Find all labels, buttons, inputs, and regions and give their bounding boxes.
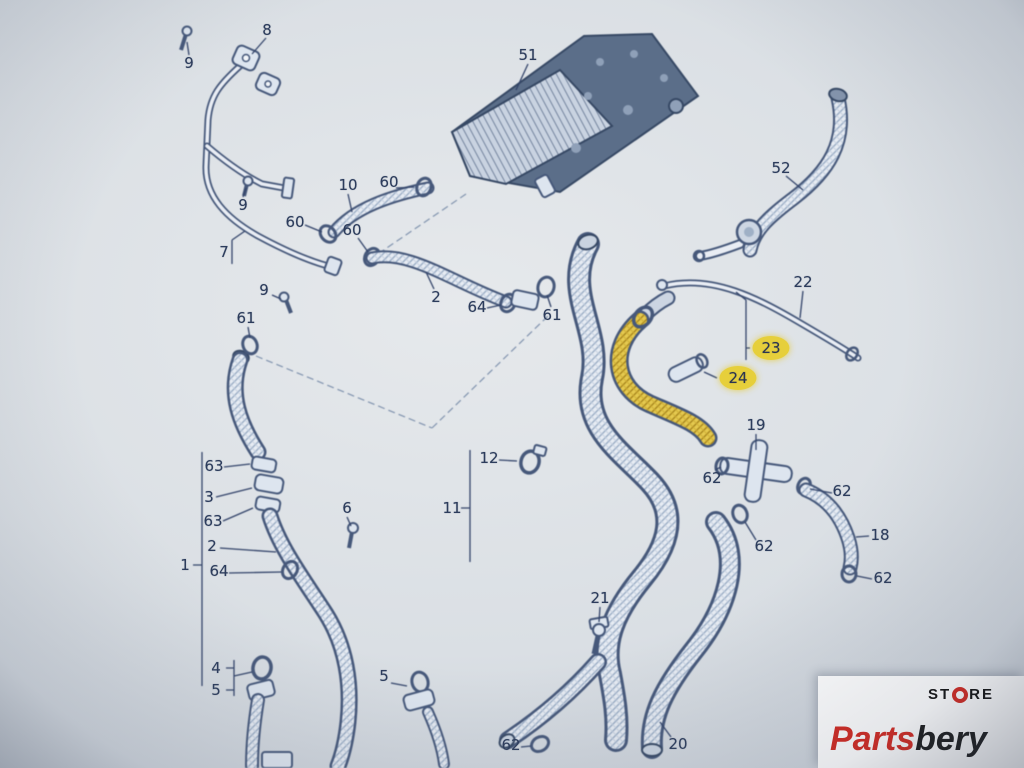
callout-63-2: 63 [203,512,223,530]
callout-1: 1 [180,556,190,574]
callout-9-1: 9 [184,54,194,72]
callout-22: 22 [793,273,813,291]
callout-12: 12 [479,449,499,467]
callout-62-3: 62 [754,537,774,555]
store-text-left: ST [927,686,952,703]
callout-21: 21 [590,589,610,607]
connector-5-right [402,670,450,768]
clamp-12 [519,444,548,475]
callout-62-2: 62 [832,482,852,500]
callout-2-1: 2 [431,288,441,306]
brand-parts: Parts [830,720,916,758]
partsbery-watermark: ST RE Partsbery [818,676,1024,768]
valve-21 [588,615,610,655]
callout-4: 4 [211,659,221,677]
callout-62-1: 62 [702,469,722,487]
callout-61-2: 61 [542,306,562,324]
callout-3: 3 [204,488,214,506]
callout-23-highlighted: 23 [752,336,790,360]
callout-64-1: 64 [467,298,487,316]
hose-group-1 [226,334,358,768]
callout-5-1: 5 [211,681,221,699]
hose-branch-lower-left [498,653,607,754]
callout-9-2: 9 [238,196,248,214]
bolt-6 [347,522,359,549]
hose-main-center [567,232,680,752]
hose-10 [318,176,435,244]
callout-60-2: 60 [285,213,305,231]
callout-2-2: 2 [207,537,217,555]
callout-60-1: 60 [379,173,399,191]
callout-60-3: 60 [342,221,362,239]
callout-52: 52 [771,159,791,177]
hose-23-highlighted [609,290,718,448]
callout-5-2: 5 [379,667,389,685]
brand-bery: bery [915,720,987,758]
callout-11: 11 [442,499,462,517]
callout-64-2: 64 [209,562,229,580]
callout-18: 18 [870,526,890,544]
callout-6: 6 [342,499,352,517]
callout-62-4: 62 [873,569,893,587]
callout-51: 51 [518,46,538,64]
callout-8: 8 [262,21,272,39]
cross-connector-19 [714,439,812,503]
clamp-4-connector-5 [245,655,293,768]
hose-20 [640,503,749,759]
callout-7: 7 [219,243,229,261]
callout-63-1: 63 [204,457,224,475]
store-text-right: RE [969,686,994,703]
callout-19: 19 [746,416,766,434]
hose-2-upper [362,246,556,314]
hose-52 [692,87,849,263]
leader-lines [186,37,873,748]
callout-10: 10 [338,176,358,194]
callout-24-highlighted: 24 [719,366,757,390]
connector-24 [667,353,709,383]
construction-lines [255,193,549,429]
store-label: ST RE [928,686,994,703]
pipe-assembly-7 [179,25,343,314]
intercooler-51 [450,32,700,199]
pipe-22 [656,279,862,362]
swirl-o-icon [952,686,969,703]
callout-61-1: 61 [236,309,256,327]
brand-wordmark: Partsbery [830,722,987,756]
callout-62-5: 62 [501,736,521,754]
callout-9-3: 9 [259,281,269,299]
callout-20: 20 [668,735,688,753]
elbow-18 [798,482,859,584]
